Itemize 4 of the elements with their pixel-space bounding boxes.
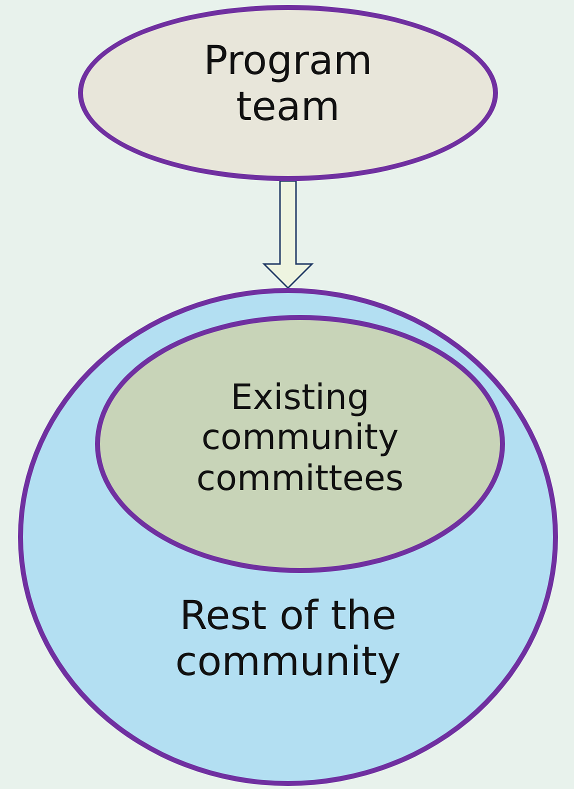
node-label: Existing community committees [195,378,405,499]
block-arrow [262,180,314,290]
node-label: Rest of the community [174,593,402,685]
node-label: Program team [202,38,374,130]
